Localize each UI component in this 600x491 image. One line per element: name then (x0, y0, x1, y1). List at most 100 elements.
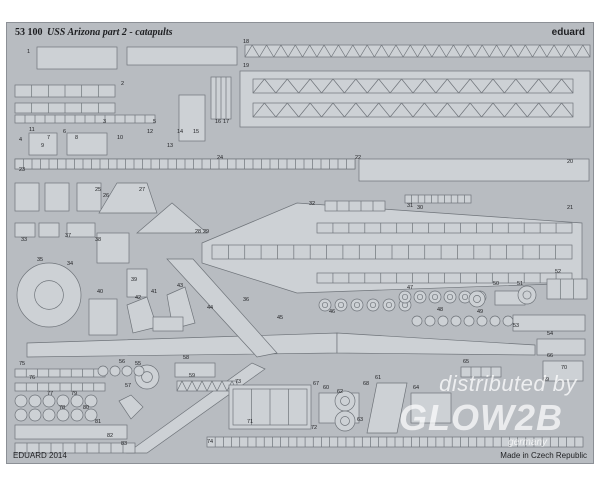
part-number-label: 37 (65, 233, 71, 239)
pulley-46-1-hub (337, 301, 345, 309)
brand-label: eduard (551, 27, 585, 38)
catapult-rail-19-brace (532, 44, 540, 58)
catapult-platform-upper-truss-lower-brace (412, 102, 425, 118)
part-number-label: 46 (329, 309, 335, 315)
plate-44 (152, 316, 184, 332)
catapult-rail-19-brace (453, 44, 461, 58)
part-number-label: 74 (207, 439, 213, 445)
housing-27 (98, 182, 158, 214)
catapult-platform-upper-truss-lower-brace (435, 102, 448, 118)
pulley-46-0-hub (321, 301, 329, 309)
part-number-label: 40 (97, 289, 103, 295)
catapult-rail-19-brace (302, 44, 310, 58)
wheel-77-1 (28, 394, 42, 408)
part-number-label: 68 (363, 381, 369, 387)
catapult-rail-19-brace (510, 44, 519, 58)
part-number-label: 50 (493, 281, 499, 287)
catapult-rail-19-brace (525, 44, 533, 58)
part-number-label: 41 (151, 289, 157, 295)
bracket-part-26 (14, 182, 40, 212)
catapult-platform-upper-truss-lower-brace (469, 102, 482, 118)
part-number-label: 21 (567, 205, 573, 211)
part-number-label: 61 (375, 375, 381, 381)
catapult-platform-upper-truss-lower-brace (549, 102, 562, 118)
catapult-platform-upper-truss-brace (435, 78, 448, 94)
part-number-label: 31 (407, 203, 413, 209)
wheel-48-6 (489, 315, 501, 327)
catapult-rail-19-brace (481, 44, 490, 58)
catapult-platform-upper-truss-lower-brace (424, 102, 437, 118)
catapult-rail-19-brace (330, 44, 339, 58)
catapult-rail-19-brace (568, 44, 576, 58)
part-number-label: 36 (243, 297, 249, 303)
part-number-label: 44 (207, 305, 213, 311)
catapult-platform-upper-truss-brace (538, 78, 551, 94)
part-number-label: 83 (121, 441, 127, 447)
catapult-platform-upper-truss-brace (355, 78, 368, 94)
truss-58 (174, 362, 216, 378)
truss-59-brace (206, 380, 213, 392)
wheel-78-3 (56, 408, 70, 422)
truss-59-brace (191, 380, 198, 392)
catapult-platform-upper-truss-lower-brace (401, 102, 414, 118)
part-number-label: 77 (47, 391, 53, 397)
part-number-label: 60 (323, 385, 329, 391)
winch-part-14 (178, 94, 206, 142)
catapult-platform-upper-truss-lower-brace (264, 102, 277, 118)
block-39 (126, 268, 148, 298)
truss-59-brace (211, 380, 218, 392)
part-number-label: 27 (139, 187, 145, 193)
catapult-platform-upper-truss-lower-brace (481, 102, 494, 118)
deck-plate-20 (358, 158, 590, 182)
catapult-rail-19-brace (345, 44, 354, 58)
wheel-48-0 (411, 315, 423, 327)
bracket-part-28 (76, 182, 102, 212)
part-number-label: 20 (567, 159, 573, 165)
catapult-platform-upper-truss-brace (378, 78, 391, 94)
wheel-56-1 (109, 365, 121, 377)
boom-diagonal (166, 258, 278, 358)
catapult-rail-19-brace (496, 44, 505, 58)
part-number-label: 80 (83, 405, 89, 411)
catapult-platform-upper-truss-brace (344, 78, 357, 94)
part-number-label: 11 (29, 127, 35, 133)
part-number-label: 65 (463, 359, 469, 365)
frame-part-19-left (126, 46, 238, 66)
catapult-rail-19-brace (388, 44, 397, 58)
wheel-77-4 (70, 394, 84, 408)
part-number-label: 82 (107, 433, 113, 439)
part-number-label: 29 (203, 229, 209, 235)
footer-origin: Made in Czech Republic (500, 451, 587, 460)
part-number-label: 55 (135, 361, 141, 367)
part-number-label: 64 (413, 385, 419, 391)
part-number-label: 71 (247, 419, 253, 425)
wheel-56-3 (133, 365, 145, 377)
part-number-label: 79 (71, 391, 77, 397)
wheel-78-1 (28, 408, 42, 422)
catapult-rail-19-brace (374, 44, 382, 58)
catapult-rail-19-brace (474, 44, 483, 58)
catapult-platform-upper-truss-brace (252, 78, 265, 94)
catapult-platform-upper-truss-lower-brace (321, 102, 334, 118)
part-number-label: 35 (37, 257, 43, 263)
part-number-label: 32 (309, 201, 315, 207)
disc-62-hub (340, 396, 350, 406)
block-52 (546, 278, 588, 300)
part-number-label: 48 (437, 307, 443, 313)
part-number-label: 56 (119, 359, 125, 365)
catapult-platform-upper-truss (252, 78, 574, 94)
plate-81 (14, 424, 128, 440)
catapult-platform-upper-truss-brace (287, 78, 299, 94)
wheel-48-7 (502, 315, 514, 327)
part-number-label: 54 (547, 331, 553, 337)
part-number-label: 19 (243, 63, 249, 69)
catapult-rail-19-brace (445, 44, 454, 58)
part-number-label: 14 (177, 129, 183, 135)
catapult-rail-19-brace (503, 44, 512, 58)
wheel-77-0 (14, 394, 28, 408)
wheel-77-2 (42, 394, 56, 408)
wheel-48-2 (437, 315, 449, 327)
catapult-platform-upper-truss-lower-brace (492, 102, 505, 118)
part-number-label: 33 (21, 237, 27, 243)
clamp-42 (126, 296, 158, 334)
